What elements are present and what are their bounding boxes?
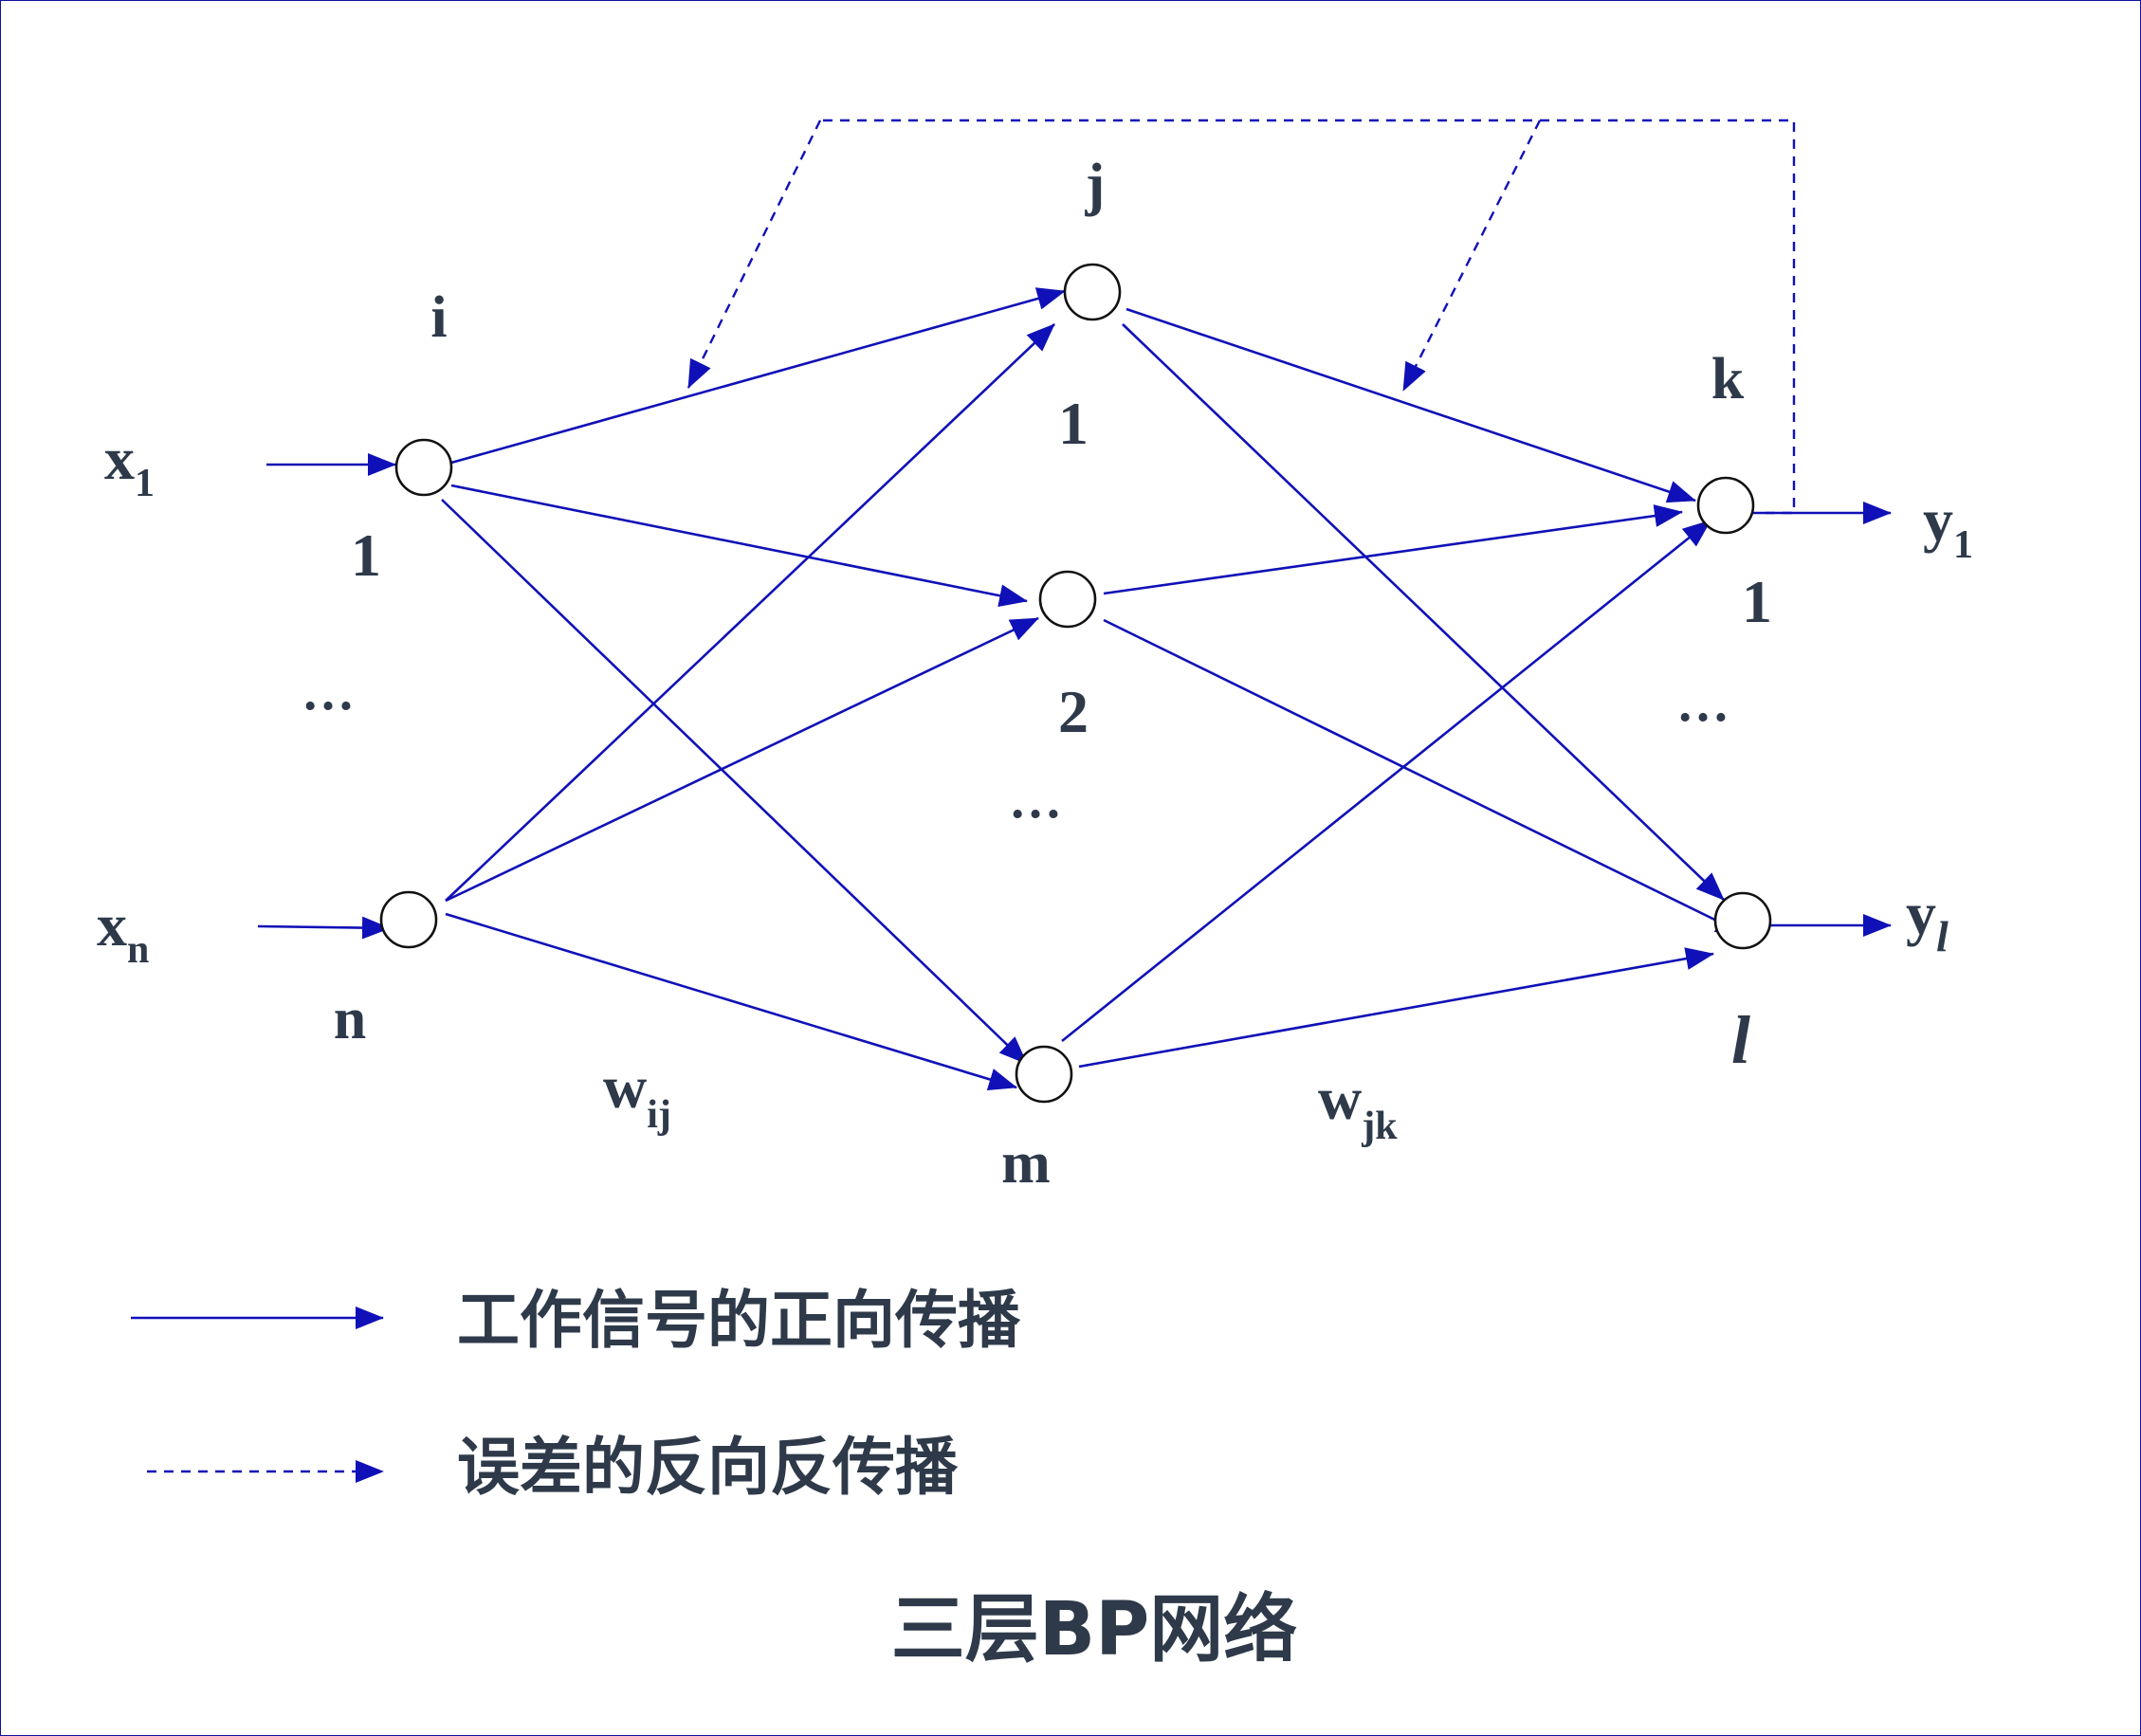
edge-hm-o1 [1061,519,1711,1043]
edge-in-h1 [445,323,1055,902]
output-y1-label: y1 [1923,486,1973,567]
edge-i1-h2 [450,484,1028,608]
output-arrows [1749,502,1892,937]
backward-arrow-to-wjk [1401,119,1542,392]
output-index-1: 1 [1742,568,1772,635]
edge-h1-o1 [1125,307,1696,503]
input-index-1: 1 [351,521,381,589]
legend-backward-label: 误差的反向反传播 [457,1431,959,1504]
edge-h2-o1 [1103,504,1683,595]
backward-propagation-path [686,119,1796,515]
weight-wjk-label: wjk [1318,1065,1398,1148]
edge-i1-h1 [450,287,1066,465]
edge-in-h2 [445,616,1039,903]
edge-i1-hm [441,499,1028,1065]
layer-label-k: k [1711,347,1745,411]
layer-label-j: j [1085,153,1106,217]
edge-in-hm [445,912,1017,1091]
weights-hidden-output [1061,307,1745,1069]
weights-input-hidden [441,287,1066,1091]
hidden-index-m: m [1001,1131,1051,1196]
output-ellipsis: … [1676,674,1729,733]
hidden-node-1 [1063,263,1122,321]
backward-arrow-to-wij [686,119,822,389]
input-arrow-xn [257,916,391,940]
edge-h1-ol [1122,323,1725,901]
hidden-node-m [1015,1045,1073,1104]
hidden-ellipsis: … [1009,771,1062,830]
diagram-title: 三层BP网络 [891,1587,1298,1672]
output-node-l [1713,891,1772,950]
input-ellipsis: … [302,663,355,722]
weight-wij-label: wij [603,1053,671,1137]
input-x1-label: x1 [104,425,155,505]
input-xn-label: xn [97,891,149,972]
output-node-1 [1696,476,1755,535]
input-arrows [257,453,396,940]
hidden-node-2 [1038,570,1097,629]
input-node-1 [394,438,453,497]
hidden-index-2: 2 [1058,678,1089,745]
layer-label-i: i [430,285,447,350]
edge-hm-ol [1078,947,1714,1069]
hidden-index-1: 1 [1058,390,1089,457]
input-index-n: n [334,987,366,1051]
legend-forward-label: 工作信号的正向传播 [457,1284,1021,1357]
edge-h2-ol [1103,618,1745,936]
input-node-n [379,890,438,949]
legend: 工作信号的正向传播 误差的反向反传播 [131,1284,1021,1504]
nodes [379,263,1772,1104]
output-yl-label: yl [1906,880,1949,960]
output-index-l: l [1731,1002,1750,1078]
